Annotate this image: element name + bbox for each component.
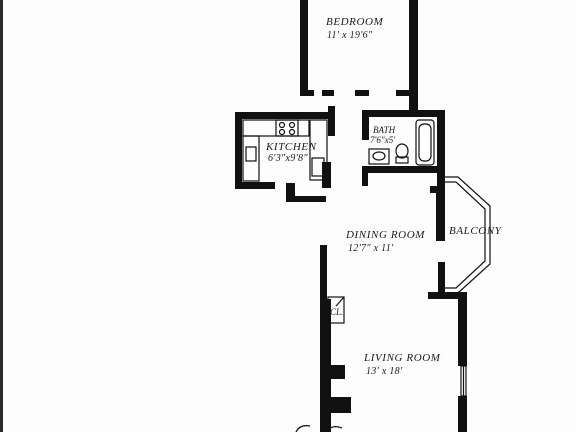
scan-edge <box>0 0 3 432</box>
closet-label: CL. <box>330 307 343 317</box>
bath-sink <box>368 148 390 165</box>
dining-walls <box>320 193 445 299</box>
bedroom-dims: 11' x 19'6" <box>327 30 373 41</box>
bath-dims: 7'6"x5' <box>370 135 396 145</box>
toilet <box>395 143 409 164</box>
living-label: LIVING ROOM <box>363 352 441 364</box>
bathtub <box>415 119 435 166</box>
kitchen-label: KITCHEN <box>265 141 317 153</box>
kitchen-sink <box>245 146 257 162</box>
living-dims: 13' x 18' <box>366 366 403 377</box>
bath-walls <box>362 110 445 194</box>
bath-label: BATH <box>373 125 396 135</box>
dining-label: DINING ROOM <box>345 229 425 241</box>
balcony-label: BALCONY <box>449 225 503 237</box>
dining-dims: 12'7" x 11' <box>348 243 394 254</box>
refrigerator <box>311 157 325 177</box>
bedroom-label: BEDROOM <box>326 16 384 28</box>
living-column <box>331 365 351 413</box>
living-window <box>460 365 467 397</box>
kitchen-dims: 6'3"x9'8" <box>268 153 308 164</box>
living-walls <box>320 292 467 432</box>
bedroom-walls <box>300 0 418 110</box>
stove-icon <box>275 119 299 137</box>
closet <box>327 296 345 324</box>
entry-door <box>295 425 343 432</box>
